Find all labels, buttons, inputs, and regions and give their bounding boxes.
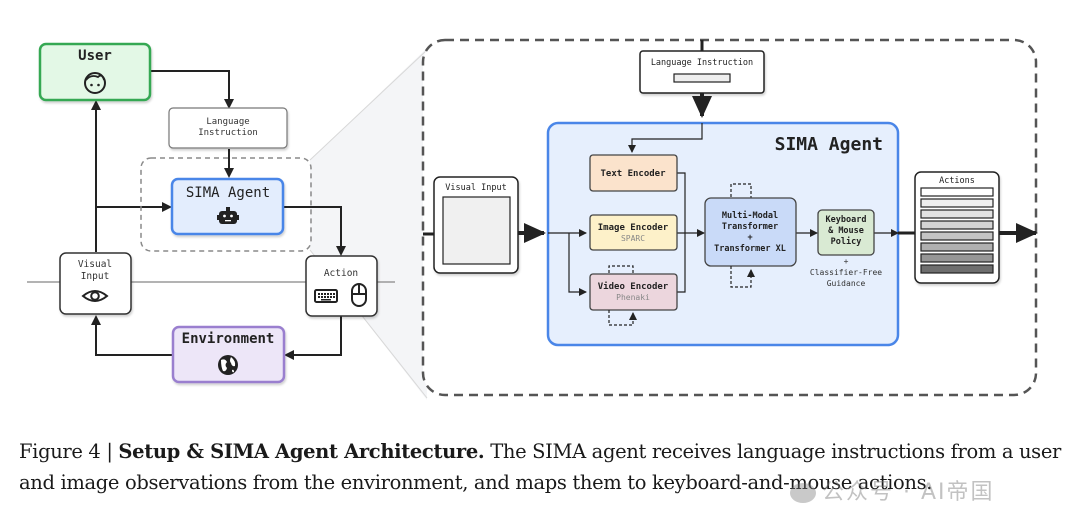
transformer-line1: Multi-Modal	[722, 210, 778, 221]
visual-frame	[442, 196, 511, 265]
action-bar	[920, 242, 994, 252]
visual-input-line2: Input	[81, 271, 110, 282]
visual-input-line1: Visual	[78, 259, 112, 270]
visual-input-frame-node[interactable]: Visual Input	[433, 176, 519, 274]
image-encoder-sublabel: SPARC	[621, 234, 645, 243]
environment-node[interactable]: Environment	[171, 325, 286, 384]
language-instruction-line1: Language	[206, 117, 249, 127]
video-encoder-loop-top	[608, 265, 634, 274]
edge-instruction-to-text-encoder	[628, 123, 703, 153]
zoom-projection-edge-top	[309, 49, 428, 161]
robot-icon	[217, 207, 239, 224]
video-encoder-label: Video Encoder	[598, 281, 669, 292]
sima-agent-label: SIMA Agent	[186, 185, 270, 201]
instruction-text-field	[673, 73, 731, 83]
user-label: User	[78, 48, 112, 64]
visual-input-node[interactable]: Visual Input	[59, 252, 132, 315]
edge-action-to-environment	[284, 316, 342, 360]
face-icon	[84, 72, 106, 94]
language-instruction-label: Language Instruction	[651, 58, 753, 68]
policy-line1: Keyboard	[826, 215, 867, 225]
caption-prefix: Figure 4 |	[19, 440, 119, 463]
video-encoder-loop-bottom	[608, 310, 637, 326]
action-bar	[920, 231, 994, 241]
text-encoder-node[interactable]: Text Encoder	[589, 154, 678, 192]
watermark: 公众号 · AI帝国	[790, 474, 995, 506]
edge-environment-to-visual	[91, 315, 172, 356]
action-bar	[920, 187, 994, 197]
action-bar	[920, 264, 994, 274]
keyboard-icon	[314, 289, 338, 303]
transformer-line3: +	[747, 233, 752, 243]
action-bar	[920, 198, 994, 208]
transformer-loop-top	[730, 183, 752, 198]
edge-agent-to-action	[284, 206, 346, 256]
edge-visual-to-video-encoder	[568, 233, 587, 296]
action-node[interactable]: Action	[305, 255, 378, 317]
language-instruction-input-node[interactable]: Language Instruction	[639, 50, 765, 94]
action-bar	[920, 209, 994, 219]
guidance-line3: Guidance	[827, 279, 866, 288]
actions-label: Actions	[939, 176, 975, 186]
image-encoder-node[interactable]: Image Encoder SPARC	[589, 214, 678, 251]
watermark-text: 公众号 · AI帝国	[822, 480, 995, 505]
agent-zoom-region	[140, 157, 312, 252]
caption-text: The SIMA agent receives language instruc…	[19, 440, 1061, 494]
transformer-line2: Transformer	[722, 222, 778, 232]
guidance-line1: +	[844, 257, 849, 266]
text-encoder-label: Text Encoder	[600, 169, 666, 179]
user-node[interactable]: User	[38, 42, 152, 102]
video-encoder-node[interactable]: Video Encoder Phenaki	[589, 273, 678, 311]
action-bar	[920, 220, 994, 230]
edge-user-to-instruction	[150, 70, 234, 109]
transformer-line4: Transformer XL	[714, 244, 786, 254]
policy-node[interactable]: Keyboard & Mouse Policy	[817, 209, 875, 256]
visual-input-frame-label: Visual Input	[445, 183, 506, 193]
architecture-diagram: User Language Instruction SIMA Agent Vis…	[27, 38, 1038, 400]
action-bars	[920, 187, 994, 274]
guidance-line2: Classifier-Free	[810, 268, 882, 277]
policy-line3: Policy	[831, 236, 862, 247]
caption-title: Setup & SIMA Agent Architecture.	[118, 440, 485, 463]
zoom-projection	[310, 48, 427, 400]
wechat-icon	[790, 483, 816, 503]
actions-node[interactable]: Actions	[914, 171, 1000, 284]
figure-caption: Figure 4 | Setup & SIMA Agent Architectu…	[19, 436, 1069, 498]
image-encoder-label: Image Encoder	[598, 223, 669, 233]
policy-line2: & Mouse	[828, 226, 864, 236]
action-label: Action	[324, 268, 358, 279]
language-instruction-node[interactable]: Language Instruction	[168, 107, 288, 149]
transformer-loop-bottom	[730, 266, 755, 288]
transformer-node[interactable]: Multi-Modal Transformer + Transformer XL	[704, 197, 797, 267]
language-instruction-line2: Instruction	[198, 128, 258, 138]
environment-label: Environment	[182, 331, 275, 347]
eye-icon	[81, 290, 109, 302]
globe-icon	[218, 355, 238, 375]
video-encoder-sublabel: Phenaki	[616, 293, 650, 302]
sima-agent-title: SIMA Agent	[775, 134, 883, 155]
action-bar	[920, 253, 994, 263]
sima-agent-node[interactable]: SIMA Agent	[170, 177, 285, 236]
mouse-icon	[351, 283, 367, 307]
